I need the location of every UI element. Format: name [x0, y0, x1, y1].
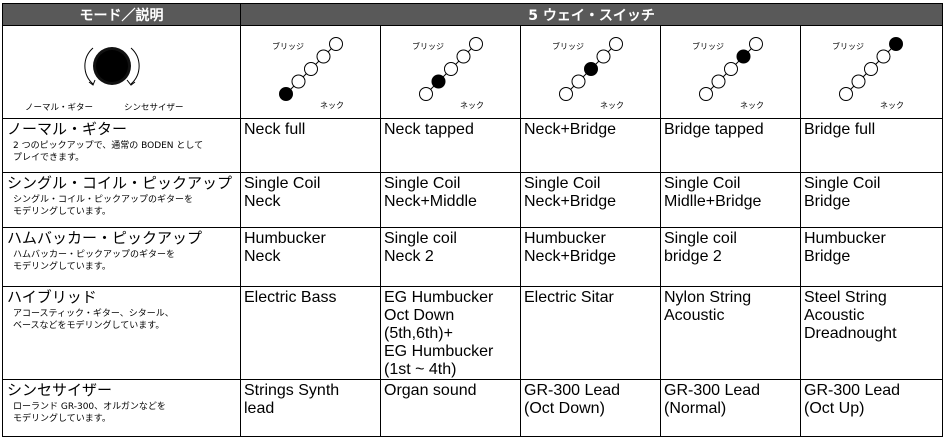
- mode-description: シングル・コイル・ピックアップのギターを モデリングしています。: [13, 195, 194, 217]
- mode-title: シングル・コイル・ピックアップ: [7, 174, 233, 192]
- table-cell: Strings Synth lead: [240, 379, 381, 437]
- switch-dot-active: [279, 87, 293, 101]
- table-cell: Humbucker Neck+Bridge: [520, 227, 661, 287]
- mode-single-coil: シングル・コイル・ピックアップ シングル・コイル・ピックアップのギターを モデリ…: [2, 172, 241, 228]
- mode-description: ハムバッカー・ピックアップのギターを モデリングしています。: [13, 250, 176, 272]
- switch-dot: [724, 62, 738, 76]
- table-cell: Single Coil Neck: [240, 172, 381, 228]
- switch-dot: [291, 74, 306, 89]
- table-cell: Neck+Bridge: [520, 118, 661, 173]
- table-cell: Humbucker Bridge: [799, 227, 944, 287]
- switch-dot: [304, 62, 318, 76]
- bridge-label: ブリッジ: [272, 42, 304, 51]
- switch-diagram-icon: [699, 37, 763, 101]
- switch-diagram-icon: [839, 37, 903, 101]
- switch-dot: [419, 87, 433, 101]
- knob-label-synthesizer: シンセサイザー: [124, 103, 184, 113]
- mode-description: ローランド GR-300、オルガンなどを モデリングしています。: [13, 402, 166, 424]
- switch-dot: [596, 49, 611, 64]
- table-cell: Single coil Neck 2: [380, 227, 521, 287]
- table-cell: Steel String Acoustic Dreadnought: [799, 286, 944, 380]
- pickup-mode-table: モード／説明 5 ウェイ・スイッチ ノーマル・ギター シンセサイザー ブリッジネ…: [2, 3, 944, 441]
- header-5way-switch: 5 ウェイ・スイッチ: [239, 3, 944, 26]
- bridge-label: ブリッジ: [552, 42, 584, 51]
- table-cell: Electric Bass: [240, 286, 381, 380]
- mode-knob-icon: [84, 47, 140, 86]
- switch-dot: [571, 74, 586, 89]
- table-cell: Organ sound: [380, 379, 521, 437]
- switch-dot: [851, 74, 866, 89]
- mode-title: シンセサイザー: [7, 381, 113, 399]
- switch-diagram-icon: [419, 37, 483, 101]
- switch-diagram-icon: [279, 37, 343, 101]
- table-cell: Single Coil Midlle+Bridge: [660, 172, 801, 228]
- neck-label: ネック: [600, 101, 624, 110]
- knob-label-normal-guitar: ノーマル・ギター: [25, 103, 94, 113]
- table-cell: Single Coil Neck+Bridge: [520, 172, 661, 228]
- switch-dot: [711, 74, 726, 89]
- bridge-label: ブリッジ: [412, 42, 444, 51]
- switch-position-1: ブリッジネック: [240, 25, 381, 119]
- switch-dot-active: [736, 49, 751, 64]
- mode-title: ノーマル・ギター: [7, 120, 128, 138]
- switch-dot: [456, 49, 471, 64]
- table-cell: GR-300 Lead (Oct Down): [520, 379, 661, 437]
- switch-position-3: ブリッジネック: [520, 25, 661, 119]
- switch-dot: [864, 62, 878, 76]
- switch-dot: [316, 49, 331, 64]
- header-mode-description: モード／説明: [2, 3, 241, 26]
- table-cell: Neck full: [240, 118, 381, 173]
- neck-label: ネック: [740, 101, 764, 110]
- switch-dot: [839, 87, 853, 101]
- neck-label: ネック: [320, 101, 344, 110]
- table-cell: Bridge tapped: [660, 118, 801, 173]
- table-cell: Bridge full: [799, 118, 944, 173]
- mode-hybrid: ハイブリッド アコースティック・ギター、シタール、 ベースなどをモデリングしてい…: [2, 286, 241, 380]
- switch-dot: [559, 87, 573, 101]
- switch-dot: [749, 37, 763, 51]
- table-cell: GR-300 Lead (Normal): [660, 379, 801, 437]
- switch-dot: [609, 37, 623, 51]
- switch-dot: [469, 37, 483, 51]
- mode-description: 2 つのピックアップで、通常の BODEN として プレイできます。: [13, 141, 204, 163]
- mode-normal-guitar: ノーマル・ギター 2 つのピックアップで、通常の BODEN として プレイでき…: [2, 118, 241, 173]
- switch-dot: [876, 49, 891, 64]
- mode-title: ハムバッカー・ピックアップ: [7, 229, 203, 247]
- table-cell: Neck tapped: [380, 118, 521, 173]
- switch-position-2: ブリッジネック: [380, 25, 521, 119]
- mode-humbucker: ハムバッカー・ピックアップ ハムバッカー・ピックアップのギターを モデリングして…: [2, 227, 241, 287]
- table-cell: Humbucker Neck: [240, 227, 381, 287]
- bridge-label: ブリッジ: [832, 42, 864, 51]
- mode-knob-cell: ノーマル・ギター シンセサイザー: [2, 25, 241, 119]
- switch-dot-active: [584, 62, 598, 76]
- switch-diagram-icon: [559, 37, 623, 101]
- table-cell: EG Humbucker Oct Down (5th,6th)+ EG Humb…: [380, 286, 521, 380]
- switch-dot: [444, 62, 458, 76]
- switch-dot: [699, 87, 713, 101]
- mode-description: アコースティック・ギター、シタール、 ベースなどをモデリングしています。: [13, 309, 174, 331]
- table-cell: Electric Sitar: [520, 286, 661, 380]
- neck-label: ネック: [880, 101, 904, 110]
- switch-position-4: ブリッジネック: [660, 25, 801, 119]
- mode-synthesizer: シンセサイザー ローランド GR-300、オルガンなどを モデリングしています。: [2, 379, 241, 437]
- table-cell: Single coil bridge 2: [660, 227, 801, 287]
- mode-title: ハイブリッド: [7, 288, 97, 306]
- table-cell: Nylon String Acoustic: [660, 286, 801, 380]
- switch-dot-active: [889, 37, 903, 51]
- table-cell: Single Coil Neck+Middle: [380, 172, 521, 228]
- neck-label: ネック: [460, 101, 484, 110]
- switch-dot: [329, 37, 343, 51]
- table-cell: Single Coil Bridge: [799, 172, 944, 228]
- switch-dot-active: [431, 74, 446, 89]
- bridge-label: ブリッジ: [692, 42, 724, 51]
- switch-position-5: ブリッジネック: [799, 25, 944, 119]
- table-cell: GR-300 Lead (Oct Up): [799, 379, 944, 437]
